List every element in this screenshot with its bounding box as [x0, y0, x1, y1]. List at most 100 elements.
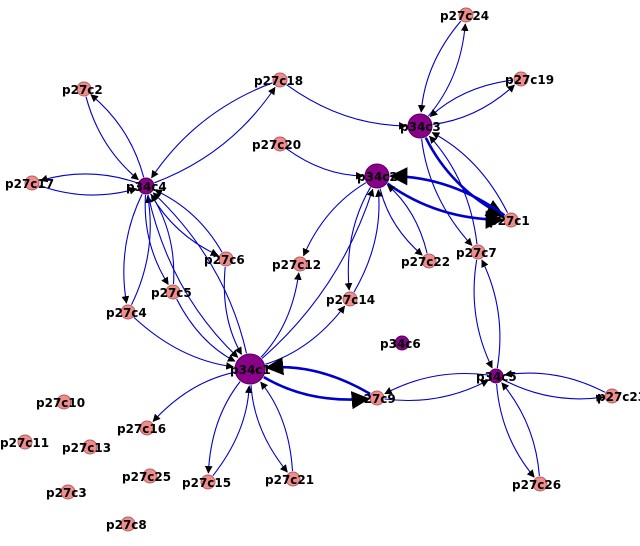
edge-p27c21-to-p34c1: [260, 381, 294, 472]
edge-p34c1-to-p27c12: [260, 272, 302, 358]
node-label-p27c1: p27c1: [489, 214, 530, 228]
node-p27c26[interactable]: [532, 476, 548, 492]
edge-p27c9-to-p34c5: [384, 379, 489, 402]
node-label-p27c20: p27c20: [252, 138, 301, 152]
edge-p34c3-to-p27c19: [432, 84, 515, 125]
node-label-p27c21: p27c21: [265, 473, 314, 487]
node-label-p27c25: p27c25: [122, 470, 171, 484]
edge-p34c5-to-p27c23: [502, 379, 604, 402]
edge-p27c2-to-p34c4: [85, 96, 139, 181]
node-label-p27c12: p27c12: [272, 258, 321, 272]
edge-p27c6-to-p34c1: [223, 266, 242, 355]
edge-p27c23-to-p34c5: [504, 370, 606, 393]
edge-p34c4-to-p27c6: [150, 193, 219, 256]
edge-p34c5-to-p27c9: [384, 372, 489, 395]
edge-p34c2-to-p27c1: [386, 182, 504, 229]
node-label-p34c6: p34c6: [380, 337, 421, 351]
node-p34c3[interactable]: [407, 113, 433, 139]
edge-p27c20-to-p34c2: [286, 148, 364, 180]
node-label-p27c5: p27c5: [151, 286, 192, 300]
node-p27c13[interactable]: [82, 439, 98, 455]
node-label-p27c7: p27c7: [456, 246, 497, 260]
edge-p34c4-to-p27c17: [39, 173, 138, 184]
node-p27c15[interactable]: [200, 474, 216, 490]
node-p27c5[interactable]: [165, 284, 181, 300]
edge-p34c2-to-p27c14: [344, 186, 371, 291]
node-p27c21[interactable]: [285, 471, 301, 487]
edge-p34c4-to-p27c18: [154, 86, 276, 184]
edge-p34c3-to-p27c24: [427, 23, 469, 117]
edge-p34c2-to-p27c12: [302, 182, 367, 257]
node-label-p27c6: p27c6: [204, 253, 245, 267]
edge-p34c4-to-p27c4: [121, 193, 143, 304]
node-p27c17[interactable]: [24, 175, 40, 191]
node-p27c4[interactable]: [120, 304, 136, 320]
node-label-p34c5: p34c5: [476, 370, 517, 384]
edge-p34c3-to-p27c1: [424, 137, 505, 217]
node-label-p27c14: p27c14: [326, 293, 375, 307]
node-p34c5[interactable]: [488, 368, 504, 384]
node-p27c16[interactable]: [139, 420, 155, 436]
edge-p34c1-to-p27c15: [204, 381, 241, 474]
node-p27c25[interactable]: [142, 468, 158, 484]
edge-p34c3-to-p27c7: [421, 138, 473, 246]
node-p27c2[interactable]: [76, 81, 92, 97]
nodes-layer: [17, 7, 620, 532]
node-p27c1[interactable]: [503, 212, 519, 228]
node-p27c6[interactable]: [218, 251, 234, 267]
labels-layer: p34c1p34c2p34c3p34c4p34c5p34c6p27c1p27c2…: [0, 9, 640, 532]
node-label-p34c2: p34c2: [357, 170, 398, 184]
node-label-p27c16: p27c16: [117, 422, 166, 436]
node-p27c20[interactable]: [272, 136, 288, 152]
node-p27c7[interactable]: [470, 244, 486, 260]
edges-layer: [39, 20, 606, 478]
node-label-p27c23: p27c23: [597, 390, 640, 404]
node-p27c19[interactable]: [513, 71, 529, 87]
node-p34c4[interactable]: [137, 177, 155, 195]
node-label-p34c1: p34c1: [230, 363, 271, 377]
edge-p34c1-to-p34c2: [261, 188, 375, 359]
edge-p27c4-to-p34c1: [133, 316, 234, 370]
edge-p27c18-to-p34c3: [286, 84, 407, 130]
edge-p27c24-to-p34c3: [417, 20, 462, 113]
node-p34c2[interactable]: [364, 163, 390, 189]
edge-p27c7-to-p34c5: [473, 259, 493, 369]
edge-p27c26-to-p34c5: [501, 382, 540, 477]
node-label-p27c15: p27c15: [182, 476, 231, 490]
node-p27c23[interactable]: [604, 388, 620, 404]
node-p27c14[interactable]: [342, 291, 358, 307]
edge-p27c1-to-p34c2: [389, 167, 506, 217]
node-p34c1[interactable]: [234, 353, 266, 385]
node-label-p27c13: p27c13: [62, 441, 111, 455]
node-label-p27c2: p27c2: [62, 83, 103, 97]
node-p27c24[interactable]: [458, 7, 474, 23]
edge-p34c1-to-p27c9: [263, 375, 370, 410]
edge-p34c4-to-p27c5: [144, 194, 169, 286]
node-p27c22[interactable]: [421, 253, 437, 269]
edge-p27c19-to-p34c3: [429, 79, 514, 118]
edge-p34c5-to-p27c26: [496, 383, 535, 478]
edge-p27c15-to-p34c1: [212, 385, 253, 477]
node-p27c9[interactable]: [369, 390, 385, 406]
node-p27c11[interactable]: [17, 434, 33, 450]
edge-p34c1-to-p34c4: [152, 192, 248, 354]
node-p27c12[interactable]: [292, 256, 308, 272]
node-p27c10[interactable]: [56, 394, 72, 410]
edge-p34c4-to-p34c1: [147, 194, 239, 358]
edge-p27c14-to-p34c2: [353, 189, 383, 293]
node-p34c6[interactable]: [394, 335, 410, 351]
node-label-p34c3: p34c3: [400, 120, 441, 134]
node-p27c3[interactable]: [60, 484, 76, 500]
node-p27c8[interactable]: [120, 516, 136, 532]
edge-p27c4-to-p34c4: [131, 195, 153, 306]
edge-p27c22-to-p34c2: [387, 184, 428, 254]
node-label-p27c19: p27c19: [505, 73, 554, 87]
node-label-p27c26: p27c26: [512, 478, 561, 492]
node-label-p27c24: p27c24: [440, 9, 489, 23]
node-p27c18[interactable]: [272, 72, 288, 88]
edge-p27c5-to-p34c1: [176, 298, 236, 362]
edge-p34c1-to-p27c16: [152, 371, 235, 422]
node-label-p27c17: p27c17: [5, 177, 54, 191]
edge-p34c4-to-p27c2: [90, 94, 145, 178]
